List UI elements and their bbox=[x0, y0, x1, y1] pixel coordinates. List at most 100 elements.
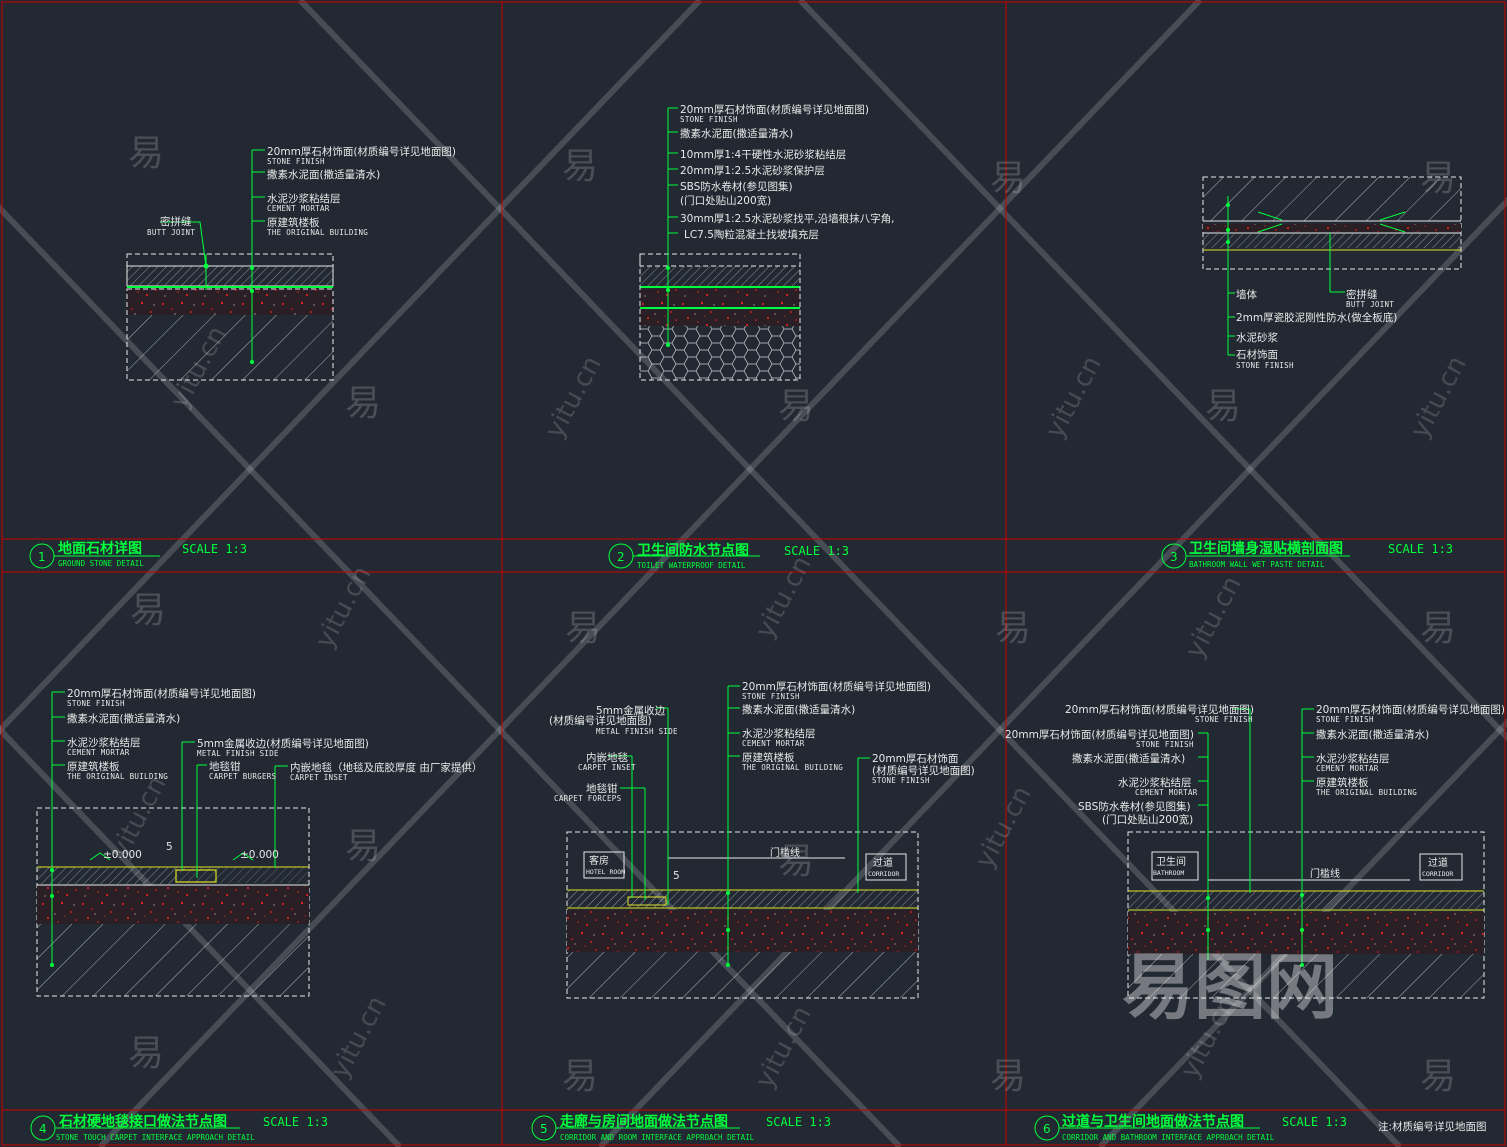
p6-room-right-en: CORRIDOR bbox=[1422, 870, 1453, 878]
panel-number-6: 6 bbox=[1043, 1122, 1051, 1136]
p6-label-sbs: SBS防水卷材(参见图集) bbox=[1078, 800, 1191, 813]
p3-label-stone: 石材饰面 bbox=[1236, 348, 1278, 361]
watermark-url: yitu.cn bbox=[1040, 351, 1108, 443]
p4-label-mortar: 水泥沙浆粘结层 bbox=[67, 736, 141, 749]
p2-label-level: 30mm厚1:2.5水泥砂浆找平,沿墙根抹八字角, bbox=[680, 212, 894, 225]
panel-title-1: 地面石材详图 bbox=[58, 540, 142, 557]
panel-3-bathroom-wall-detail: 墙体 密拼缝 BUTT JOINT 2mm厚瓷胶泥刚性防水(做全板底) 水泥砂浆… bbox=[1202, 176, 1462, 370]
p1-label-cement-face: 撒素水泥面(撒适量清水) bbox=[267, 168, 380, 181]
watermark-glyph: 易 bbox=[1420, 158, 1456, 199]
p2-label-stone: 20mm厚石材饰面(材质编号详见地面图) bbox=[680, 103, 869, 116]
watermark-logo: 易图网 bbox=[1122, 945, 1338, 1029]
p3-label-stone-en: STONE FINISH bbox=[1236, 361, 1294, 370]
panel-scale-5: SCALE 1:3 bbox=[766, 1115, 831, 1129]
p2-label-fill: LC7.5陶粒混凝土找坡填充层 bbox=[684, 228, 819, 241]
watermark-glyph: 易 bbox=[130, 590, 166, 631]
title-block-3: 3 卫生间墙身湿贴横剖面图 BATHROOM WALL WET PASTE DE… bbox=[1161, 540, 1453, 569]
p5-label-slab-en: THE ORIGINAL BUILDING bbox=[742, 763, 843, 772]
watermark-glyph: 易 bbox=[1420, 1056, 1456, 1097]
p4-label-stone: 20mm厚石材饰面(材质编号详见地面图) bbox=[67, 687, 256, 700]
p6-room-left-en: BATHROOM bbox=[1153, 869, 1184, 877]
p6-label-stone-a-en: STONE FINISH bbox=[1195, 715, 1253, 724]
p4-label-stone-en: STONE FINISH bbox=[67, 699, 125, 708]
panel-scale-1: SCALE 1:3 bbox=[182, 542, 247, 556]
p6-room-left: 卫生间 bbox=[1156, 855, 1186, 868]
p3-label-wall: 墙体 bbox=[1236, 288, 1258, 301]
watermark-glyph: 易 bbox=[345, 826, 381, 867]
p5-label-stone-2-en: STONE FINISH bbox=[872, 776, 930, 785]
watermark-glyph: 易 bbox=[562, 1056, 598, 1097]
panel-title-5: 走廊与房间地面做法节点图 bbox=[560, 1113, 728, 1130]
p5-label-carpet-inset-en: CARPET INSET bbox=[578, 763, 636, 772]
p6-label-sbs-door: (门口处贴山200宽) bbox=[1102, 813, 1193, 826]
panel-4-stone-carpet-detail: 20mm厚石材饰面(材质编号详见地面图) STONE FINISH 撒素水泥面(… bbox=[36, 687, 482, 997]
p6-threshold: 门槛线 bbox=[1310, 867, 1340, 880]
p5-label-metal-edge: 5mm金属收边 bbox=[596, 704, 666, 717]
panel-subtitle-2: TOILET WATERPROOF DETAIL bbox=[637, 561, 746, 570]
p4-label-carpet-gripper-en: CARPET BURGERS bbox=[209, 772, 277, 781]
p3-label-joint-en: BUTT JOINT bbox=[1346, 300, 1394, 309]
p5-label-mortar: 水泥沙浆粘结层 bbox=[742, 727, 816, 740]
p2-label-dry-mortar: 10mm厚1:4干硬性水泥砂浆粘结层 bbox=[680, 148, 846, 161]
p4-label-slab: 原建筑楼板 bbox=[67, 760, 120, 773]
panel-scale-6: SCALE 1:3 bbox=[1282, 1115, 1347, 1129]
watermark-url: yitu.cn bbox=[540, 351, 608, 443]
p5-label-stone-2-note: (材质编号详见地面图) bbox=[872, 764, 975, 777]
p1-label-slab: 原建筑楼板 bbox=[267, 216, 320, 229]
p4-label-mortar-en: CEMENT MORTAR bbox=[67, 748, 130, 757]
p5-label-gripper: 地毯钳 bbox=[586, 782, 618, 795]
p5-threshold: 门槛线 bbox=[770, 846, 800, 859]
panel-scale-3: SCALE 1:3 bbox=[1388, 542, 1453, 556]
panel-2-toilet-waterproof-detail: 20mm厚石材饰面(材质编号详见地面图) STONE FINISH 撒素水泥面(… bbox=[639, 103, 894, 381]
p3-label-mortar: 水泥砂浆 bbox=[1236, 331, 1278, 344]
p6-label-cement-face: 撒素水泥面(撒适量清水) bbox=[1072, 752, 1185, 765]
p6-label-stone-b-en: STONE FINISH bbox=[1136, 740, 1194, 749]
p5-room-left: 客房 bbox=[589, 854, 609, 867]
p6-label-stone-c-en: STONE FINISH bbox=[1316, 715, 1374, 724]
p6-label-cement-face-2: 撒素水泥面(撒适量清水) bbox=[1316, 728, 1429, 741]
p2-label-sbs-door: (门口处贴山200宽) bbox=[680, 194, 771, 207]
p5-label-stone-2: 20mm厚石材饰面 bbox=[872, 752, 958, 765]
panel-number-2: 2 bbox=[617, 550, 625, 564]
p1-label-mortar-en: CEMENT MORTAR bbox=[267, 204, 330, 213]
p1-label-stone: 20mm厚石材饰面(材质编号详见地面图) bbox=[267, 145, 456, 158]
p4-level-left: ±0.000 bbox=[103, 849, 142, 861]
p5-label-cement-face: 撒素水泥面(撒适量清水) bbox=[742, 703, 855, 716]
panel-subtitle-1: GROUND STONE DETAIL bbox=[58, 559, 144, 568]
watermark-url: yitu.cn bbox=[1180, 571, 1248, 663]
watermark-glyph: 易 bbox=[1205, 386, 1241, 427]
p6-label-mortar: 水泥沙浆粘结层 bbox=[1118, 776, 1192, 789]
watermark-glyph: 易 bbox=[995, 608, 1031, 649]
panel-1-ground-stone-detail: 20mm厚石材饰面(材质编号详见地面图) STONE FINISH 撒素水泥面(… bbox=[126, 145, 456, 381]
panel-title-3: 卫生间墙身湿贴横剖面图 bbox=[1189, 540, 1343, 557]
p6-label-slab: 原建筑楼板 bbox=[1316, 776, 1369, 789]
p2-label-protect: 20mm厚1:2.5水泥砂浆保护层 bbox=[680, 164, 825, 177]
p6-label-stone-a: 20mm厚石材饰面(材质编号详见地面图) bbox=[1065, 703, 1254, 716]
p4-label-metal-edge: 5mm金属收边(材质编号详见地面图) bbox=[197, 737, 369, 750]
p4-label-carpet-gripper: 地毯钳 bbox=[209, 760, 241, 773]
p5-label-mortar-en: CEMENT MORTAR bbox=[742, 739, 805, 748]
watermark-glyph: 易 bbox=[128, 133, 164, 174]
panel-subtitle-3: BATHROOM WALL WET PASTE DETAIL bbox=[1189, 560, 1325, 569]
p4-label-slab-en: THE ORIGINAL BUILDING bbox=[67, 772, 168, 781]
title-block-5: 5 走廊与房间地面做法节点图 CORRIDOR AND ROOM INTERFA… bbox=[531, 1113, 831, 1142]
p5-dim-5: 5 bbox=[673, 870, 680, 882]
panel-number-3: 3 bbox=[1170, 550, 1178, 564]
p4-label-cement-face: 撒素水泥面(撒适量清水) bbox=[67, 712, 180, 725]
panel-scale-4: SCALE 1:3 bbox=[263, 1115, 328, 1129]
watermark-glyph: 易 bbox=[990, 1056, 1026, 1097]
p6-label-mortar-en: CEMENT MORTAR bbox=[1135, 788, 1198, 797]
p4-label-metal-edge-en: METAL FINISH SIDE bbox=[197, 749, 279, 758]
p3-label-joint: 密拼缝 bbox=[1346, 288, 1378, 301]
p3-label-waterproof: 2mm厚瓷胶泥刚性防水(做全板底) bbox=[1236, 311, 1397, 324]
p6-label-mortar-2-en: CEMENT MORTAR bbox=[1316, 764, 1379, 773]
p6-label-stone-c: 20mm厚石材饰面(材质编号详见地面图) bbox=[1316, 703, 1505, 716]
watermark-glyph: 易 bbox=[562, 146, 598, 187]
p6-label-mortar-2: 水泥沙浆粘结层 bbox=[1316, 752, 1390, 765]
panel-number-5: 5 bbox=[540, 1122, 548, 1136]
p1-label-joint: 密拼缝 bbox=[160, 215, 192, 228]
panel-6-corridor-bathroom-detail: 20mm厚石材饰面(材质编号详见地面图) STONE FINISH 20mm厚石… bbox=[1005, 703, 1505, 999]
panel-scale-2: SCALE 1:3 bbox=[784, 544, 849, 558]
panel-subtitle-4: STONE TOUCH CARPET INTERFACE APPROACH DE… bbox=[56, 1133, 255, 1142]
